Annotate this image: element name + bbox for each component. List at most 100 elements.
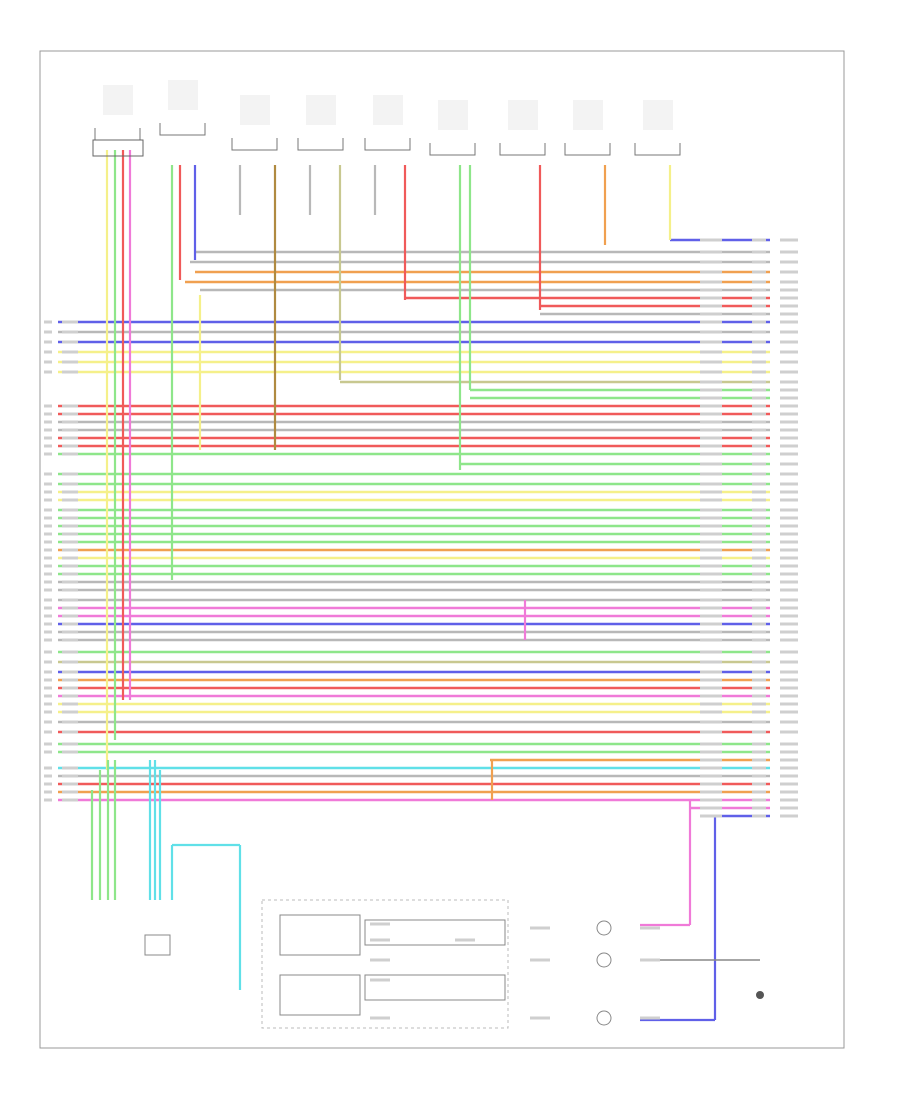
wire-label bbox=[62, 614, 78, 618]
wire-label bbox=[640, 1016, 660, 1020]
wire-label bbox=[752, 782, 766, 786]
wire-label bbox=[700, 660, 722, 664]
wire-label bbox=[44, 790, 52, 794]
component-caption bbox=[306, 95, 336, 125]
wire-label bbox=[62, 340, 78, 344]
wire-label bbox=[700, 482, 722, 486]
component-box bbox=[364, 95, 411, 151]
wire-label bbox=[780, 330, 798, 334]
wire-label bbox=[700, 462, 722, 466]
wire-label bbox=[62, 532, 78, 536]
wire-label bbox=[700, 370, 722, 374]
wire-label bbox=[752, 564, 766, 568]
wire-label bbox=[700, 260, 722, 264]
wire-label bbox=[44, 614, 52, 618]
wire-label bbox=[44, 556, 52, 560]
wire-label bbox=[752, 428, 766, 432]
wire-label bbox=[700, 472, 722, 476]
wire-label bbox=[62, 774, 78, 778]
wire-label bbox=[62, 360, 78, 364]
wire-label bbox=[700, 296, 722, 300]
wire-label bbox=[62, 782, 78, 786]
wire-label bbox=[44, 630, 52, 634]
wire-label bbox=[780, 420, 798, 424]
wire-label bbox=[62, 548, 78, 552]
wire-label bbox=[780, 678, 798, 682]
components bbox=[92, 80, 764, 1029]
wire-label bbox=[44, 638, 52, 642]
wire-label bbox=[530, 958, 550, 962]
wire-label bbox=[44, 572, 52, 576]
wire-label bbox=[530, 1016, 550, 1020]
wire-label bbox=[780, 606, 798, 610]
wire-label bbox=[752, 238, 766, 242]
wire-label bbox=[62, 572, 78, 576]
wire-label bbox=[752, 720, 766, 724]
wire-label bbox=[752, 650, 766, 654]
wire-label bbox=[752, 420, 766, 424]
wire-label bbox=[44, 472, 52, 476]
wire-label bbox=[780, 660, 798, 664]
wire-label bbox=[780, 238, 798, 242]
wire-label bbox=[700, 350, 722, 354]
wire-label bbox=[780, 472, 798, 476]
wire-label bbox=[780, 670, 798, 674]
component-caption bbox=[168, 80, 198, 110]
wire-label bbox=[780, 564, 798, 568]
component-box bbox=[159, 80, 206, 136]
component-outline bbox=[429, 143, 476, 156]
wire-label bbox=[44, 370, 52, 374]
wire-label bbox=[752, 766, 766, 770]
wire-label bbox=[752, 452, 766, 456]
wire-label bbox=[780, 702, 798, 706]
component-outline bbox=[159, 123, 206, 136]
wire-label bbox=[62, 404, 78, 408]
wire-label bbox=[44, 404, 52, 408]
component-outline bbox=[94, 128, 141, 141]
wire-label bbox=[780, 270, 798, 274]
wire-label bbox=[780, 790, 798, 794]
component-caption bbox=[373, 95, 403, 125]
wire-label bbox=[44, 452, 52, 456]
wire-label bbox=[700, 280, 722, 284]
component-outline bbox=[634, 143, 681, 156]
wire-label bbox=[700, 508, 722, 512]
wire-label bbox=[700, 622, 722, 626]
wire-label bbox=[752, 340, 766, 344]
wire-label bbox=[700, 428, 722, 432]
wire-label bbox=[44, 774, 52, 778]
wire-label bbox=[370, 978, 390, 982]
wire-label bbox=[700, 758, 722, 762]
wire-label bbox=[752, 472, 766, 476]
wire-label bbox=[780, 312, 798, 316]
wire-label bbox=[370, 922, 390, 926]
wire-label bbox=[44, 670, 52, 674]
wire-runs bbox=[58, 150, 770, 1022]
wire-label bbox=[44, 678, 52, 682]
wire-label bbox=[62, 598, 78, 602]
wire-label bbox=[780, 782, 798, 786]
wire-label bbox=[62, 556, 78, 560]
wire-label bbox=[752, 598, 766, 602]
wire-label bbox=[700, 670, 722, 674]
wire-label bbox=[752, 532, 766, 536]
wire-label bbox=[44, 548, 52, 552]
wire-label bbox=[62, 350, 78, 354]
wire-label bbox=[700, 388, 722, 392]
wire-label bbox=[780, 250, 798, 254]
wire-label bbox=[62, 678, 78, 682]
component-caption bbox=[103, 85, 133, 115]
wire-label bbox=[752, 556, 766, 560]
wire-label bbox=[752, 730, 766, 734]
wire-label bbox=[780, 462, 798, 466]
ground-terminal bbox=[756, 991, 764, 999]
component-box bbox=[499, 100, 546, 156]
wire-label bbox=[700, 630, 722, 634]
wire-label bbox=[752, 270, 766, 274]
wire-label bbox=[752, 572, 766, 576]
wire-label bbox=[752, 686, 766, 690]
connector-terminal bbox=[596, 1010, 612, 1026]
wire-label bbox=[44, 428, 52, 432]
wire-label bbox=[752, 482, 766, 486]
wire-label bbox=[780, 556, 798, 560]
